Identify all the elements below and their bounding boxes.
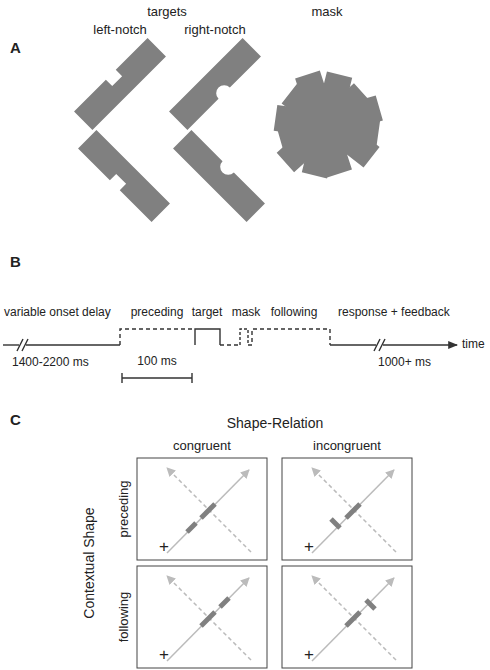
interval-label: following <box>271 306 318 319</box>
column-header: mask <box>311 5 342 19</box>
mask-shape <box>274 71 383 179</box>
context-bar <box>187 523 196 532</box>
interval-label: preceding <box>131 306 184 319</box>
context-bar <box>331 519 340 528</box>
condition-panel <box>137 566 267 668</box>
condition-label: incongruent <box>313 439 381 453</box>
timeline-segment <box>26 344 120 345</box>
condition-label: congruent <box>173 439 231 453</box>
group-header: targets <box>147 5 187 19</box>
timeline-segment <box>220 344 240 345</box>
column-header: right-notch <box>184 23 245 37</box>
fixation-cross: + <box>159 538 169 557</box>
panel-letter: B <box>10 254 21 271</box>
interval-label: variable onset delay <box>4 306 111 319</box>
target-bar <box>346 612 360 626</box>
axis-label: time <box>462 338 485 351</box>
condition-label: preceding <box>117 480 131 537</box>
mask-bar <box>276 95 383 149</box>
target-bar <box>201 504 215 518</box>
motion-path <box>167 576 251 660</box>
context-bar <box>366 600 375 609</box>
factor-title: Contextual Shape <box>82 507 97 618</box>
target-bar <box>346 504 360 518</box>
following-interval <box>248 329 330 345</box>
condition-label: following <box>117 592 131 643</box>
timeline <box>3 329 457 383</box>
mask-pulse <box>240 329 248 345</box>
panel-frame <box>137 566 267 668</box>
motion-path <box>167 578 249 661</box>
duration-label: 100 ms <box>137 355 176 368</box>
motion-path <box>167 470 249 553</box>
fixation-cross: + <box>159 646 169 665</box>
panel-letter: A <box>10 40 21 57</box>
target-bar <box>201 612 215 626</box>
left-notch-target <box>78 130 170 222</box>
column-header: left-notch <box>93 23 146 37</box>
fixation-cross: + <box>304 538 314 557</box>
condition-panel <box>282 566 412 668</box>
motion-path <box>312 470 394 553</box>
preceding-interval <box>120 329 195 345</box>
left-notch-target <box>74 38 166 130</box>
right-notch-target <box>173 130 265 222</box>
interval-label: response + feedback <box>338 306 450 319</box>
panel-frame <box>282 458 412 560</box>
motion-path <box>312 576 396 660</box>
panel-frame <box>282 566 412 668</box>
panel-letter: C <box>10 412 21 429</box>
timeline-segment <box>3 344 19 345</box>
condition-panel <box>282 458 412 560</box>
motion-path <box>167 468 251 552</box>
motion-path <box>312 578 394 661</box>
factor-title: Shape-Relation <box>227 416 324 431</box>
scale-bar <box>122 373 192 383</box>
target-shapes <box>74 38 265 222</box>
duration-label: 1000+ ms <box>378 356 431 369</box>
condition-panel <box>137 458 267 560</box>
motion-path <box>312 468 396 552</box>
right-notch-target <box>169 38 261 130</box>
interval-label: mask <box>232 306 261 319</box>
duration-label: 1400-2200 ms <box>12 356 89 369</box>
time-arrow <box>383 344 457 345</box>
panel-frame <box>137 458 267 560</box>
context-bar <box>220 598 229 607</box>
timeline-segment <box>330 344 376 345</box>
target-pulse <box>195 329 220 345</box>
interval-label: target <box>192 306 223 319</box>
fixation-cross: + <box>304 646 314 665</box>
